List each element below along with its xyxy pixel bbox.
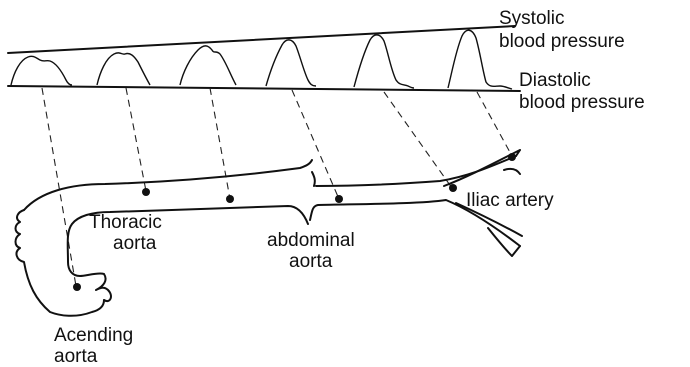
aorta-outer-wall — [24, 160, 312, 210]
diastolic-label-line2: blood pressure — [519, 92, 645, 113]
thoracic-label-line2: aorta — [113, 233, 157, 254]
pulse-waveform-thoracic-2 — [180, 46, 236, 85]
abdominal-label-line2: aorta — [289, 251, 333, 272]
ascending-label-line2: aorta — [54, 346, 98, 367]
diastolic-label-line1: Diastolic — [519, 70, 591, 91]
dashed-line-thoracic-2 — [210, 88, 230, 199]
dashed-line-iliac-2 — [477, 92, 512, 156]
ascending-label-line1: Acending — [54, 325, 133, 346]
systolic-label-line1: Systolic — [499, 8, 564, 29]
correspondence-lines — [42, 88, 512, 286]
thoracic-label-line1: Thoracic — [89, 212, 162, 233]
measurement-dot-thoracic-1 — [142, 188, 150, 196]
systolic-pressure-line — [8, 26, 515, 53]
measurement-dot-iliac-2 — [508, 153, 516, 161]
measurement-dot-thoracic-2 — [226, 195, 234, 203]
systolic-label-line2: blood pressure — [499, 31, 625, 52]
pulse-waveform-thoracic-1 — [97, 53, 150, 85]
measurement-dot-iliac-1 — [449, 184, 457, 192]
iliac-label: Iliac artery — [466, 190, 554, 211]
pulse-waveform-ascending — [11, 56, 72, 85]
measurement-dot-ascending — [73, 283, 81, 291]
abdominal-label-line1: abdominal — [267, 230, 355, 251]
measurement-dot-abdominal — [335, 195, 343, 203]
diastolic-pressure-line — [8, 86, 520, 91]
aorta-outer-wall-abdominal — [312, 156, 516, 186]
dashed-line-iliac-1 — [384, 92, 452, 188]
pulse-waveform-iliac-1 — [354, 35, 414, 88]
dashed-line-thoracic-1 — [126, 88, 146, 191]
pulse-waveform-abdominal — [266, 40, 316, 86]
